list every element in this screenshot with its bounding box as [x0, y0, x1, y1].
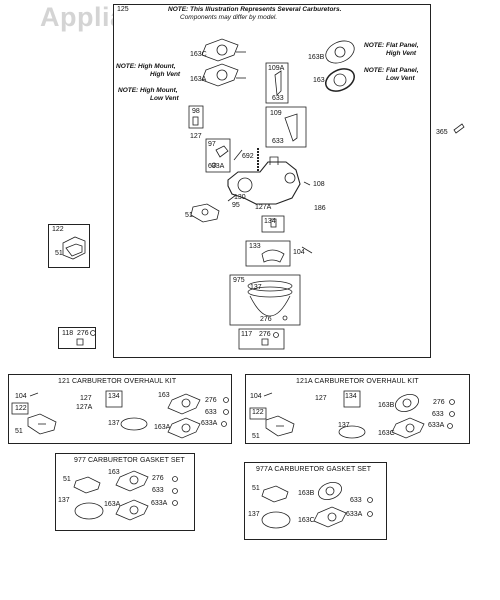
label-109: 109: [270, 110, 282, 117]
kit121A-label-163B: 163B: [378, 402, 395, 409]
main-note-line1: NOTE: This Illustration Represents Sever…: [168, 6, 342, 13]
kit121-label-163A: 163A: [154, 424, 171, 431]
kit121A-label-633: 633: [432, 411, 444, 418]
kit-977A-title: 977A CARBURETOR GASKET SET: [256, 466, 372, 473]
label-104: 104: [293, 249, 305, 256]
kit977A-label-137: 137: [248, 511, 260, 518]
label-109A: 109A: [268, 65, 285, 72]
kit121-label-633A: 633A: [201, 420, 218, 427]
kit121-label-134: 134: [108, 393, 120, 400]
label-133: 133: [249, 243, 261, 250]
gasket-163B-icon: [325, 40, 355, 64]
main-note-line2: Components may differ by model.: [180, 14, 278, 21]
label-98: 98: [192, 108, 200, 115]
note-flat-panel-high-vent-2: High Vent: [386, 50, 417, 57]
label-122-side: 122: [52, 226, 64, 233]
kit977A-label-633: 633: [350, 497, 362, 504]
kit121-label-51: 51: [15, 428, 23, 435]
label-95: 95: [232, 202, 240, 209]
kit-977-title: 977 CARBURETOR GASKET SET: [74, 457, 185, 464]
kit977A-label-51: 51: [252, 485, 260, 492]
kit977A-label-163C: 163C: [298, 517, 315, 524]
note-high-mount-low-vent-2: Low Vent: [150, 95, 179, 102]
label-97: 97: [208, 141, 216, 148]
kit121A-label-51: 51: [252, 433, 260, 440]
kit977-label-633: 633: [152, 487, 164, 494]
label-365: 365: [436, 129, 448, 136]
kit121A-label-122: 122: [252, 409, 264, 416]
gasket-163-icon: [325, 68, 355, 92]
label-163B: 163B: [308, 54, 325, 61]
label-633-a: 633: [272, 95, 284, 102]
kit977-label-276: 276: [152, 475, 164, 482]
label-51-main: 51: [185, 212, 193, 219]
kit-121A-title: 121A CARBURETOR OVERHAUL KIT: [296, 378, 419, 385]
carburetor-body-icon: [227, 156, 301, 205]
kit121A-label-127: 127: [315, 395, 327, 402]
kit977-label-163: 163: [108, 469, 120, 476]
label-118: 118: [62, 330, 74, 337]
label-163A: 163A: [190, 76, 207, 83]
kit-121-title: 121 CARBURETOR OVERHAUL KIT: [58, 378, 177, 385]
label-51-side: 51: [55, 250, 63, 257]
note-high-mount-high-vent-2: High Vent: [150, 71, 181, 78]
kit-977A-frame: [244, 462, 387, 540]
kit121-label-127A: 127A: [76, 404, 93, 411]
kit121-label-104: 104: [15, 393, 27, 400]
kit977A-label-633A: 633A: [346, 511, 363, 518]
note-high-mount-low-vent-1: NOTE: High Mount,: [118, 87, 178, 94]
kit121A-label-276: 276: [433, 399, 445, 406]
label-134: 134: [264, 218, 276, 225]
kit977A-label-163B: 163B: [298, 490, 315, 497]
kit121A-label-134: 134: [345, 393, 357, 400]
label-130: 130: [234, 194, 246, 201]
note-flat-panel-high-vent-1: NOTE: Flat Panel,: [364, 42, 419, 49]
kit121-label-137: 137: [108, 420, 120, 427]
label-127A: 127A: [255, 204, 272, 211]
note-flat-panel-low-vent-1: NOTE: Flat Panel,: [364, 67, 419, 74]
kit977-label-137: 137: [58, 497, 70, 504]
label-975: 975: [233, 277, 245, 284]
label-127: 127: [190, 133, 202, 140]
main-ref-label: 125: [117, 6, 129, 13]
note-high-mount-high-vent-1: NOTE: High Mount,: [116, 63, 176, 70]
kit121-label-163: 163: [158, 392, 170, 399]
kit977-label-163A: 163A: [104, 501, 121, 508]
label-108: 108: [313, 181, 325, 188]
label-163C: 163C: [190, 51, 207, 58]
label-163: 163: [313, 77, 325, 84]
kit121A-label-104: 104: [250, 393, 262, 400]
kit121A-label-633A: 633A: [428, 422, 445, 429]
label-276b: 276: [259, 331, 271, 338]
label-137: 137: [250, 284, 262, 291]
kit121A-label-137: 137: [338, 422, 350, 429]
side-part-122-box: [48, 224, 90, 268]
label-633A: 633A: [208, 163, 225, 170]
label-692: 692: [242, 153, 254, 160]
gasket-163A-icon: [201, 63, 239, 87]
kit977-label-51: 51: [63, 476, 71, 483]
side-part-118-box: [58, 327, 96, 349]
label-276-side: 276: [77, 330, 89, 337]
kit121-label-127: 127: [80, 395, 92, 402]
kit977-label-633A: 633A: [151, 500, 168, 507]
gasket-163C-icon: [201, 38, 239, 62]
note-flat-panel-low-vent-2: Low Vent: [386, 75, 415, 82]
kit-121A-frame: [245, 374, 470, 444]
label-276: 276: [260, 316, 272, 323]
kit121-label-276: 276: [205, 397, 217, 404]
kit121A-label-163C: 163C: [378, 430, 395, 437]
label-633-b: 633: [272, 138, 284, 145]
kit121-label-122: 122: [15, 405, 27, 412]
label-117: 117: [241, 331, 253, 338]
label-186: 186: [314, 205, 326, 212]
kit121-label-633: 633: [205, 409, 217, 416]
